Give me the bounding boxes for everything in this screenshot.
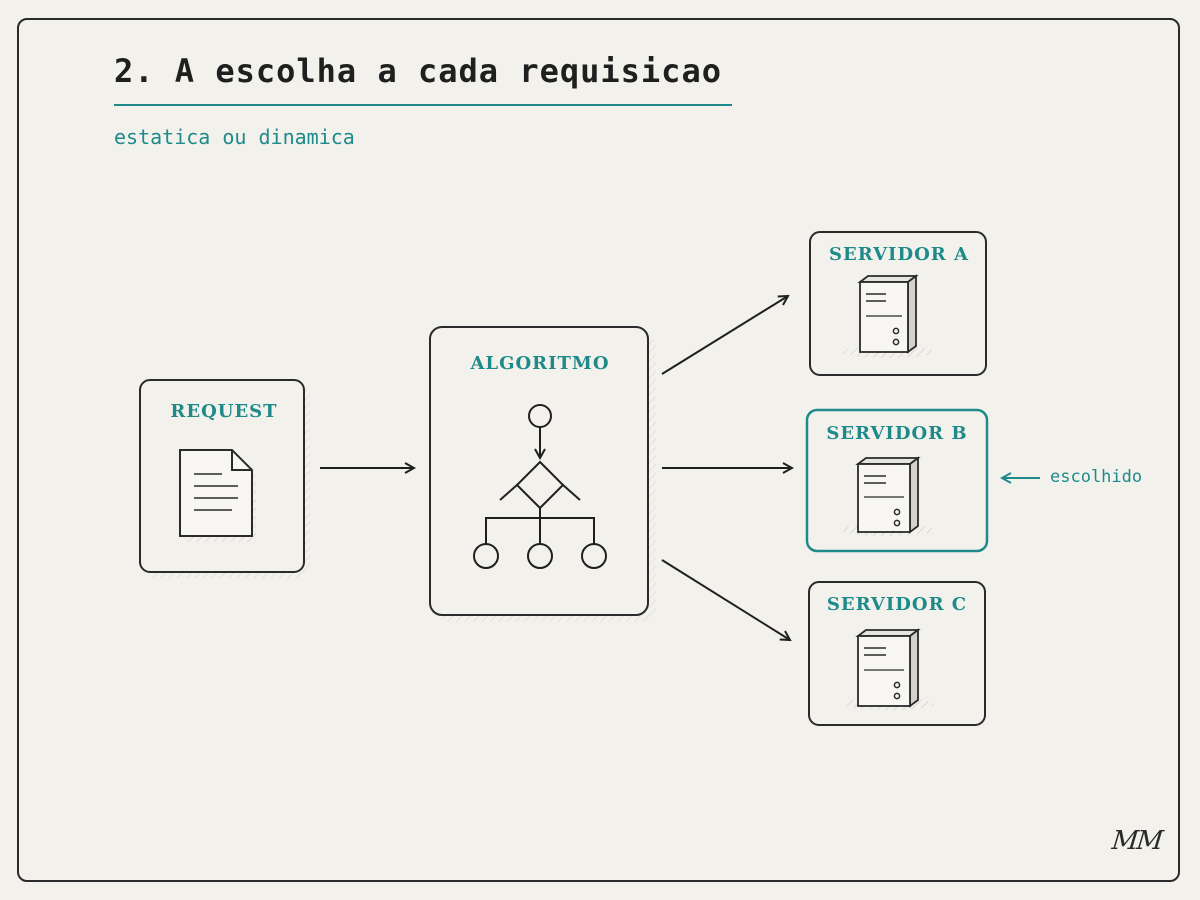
chosen-annotation: escolhido — [1050, 467, 1143, 487]
request-label: REQUEST — [170, 401, 278, 422]
document-icon — [179, 449, 256, 542]
decision-tree-icon — [473, 404, 607, 569]
page-subtitle: estatica ou dinamica — [114, 125, 355, 149]
server-c-icon — [842, 628, 934, 710]
server-a-icon — [842, 274, 934, 358]
page-title: 2. A escolha a cada requisicao — [114, 52, 722, 90]
arrow-to-server-c — [661, 559, 790, 640]
author-signature: MM — [1110, 826, 1163, 856]
server-a-label: SERVIDOR A — [829, 244, 969, 265]
arrow-to-server-a — [661, 296, 788, 375]
title-underline — [114, 104, 732, 106]
server-c-label: SERVIDOR C — [826, 594, 968, 615]
server-b-label: SERVIDOR B — [826, 423, 968, 444]
algorithm-label: ALGORITMO — [470, 353, 610, 374]
server-b-icon — [842, 456, 934, 536]
